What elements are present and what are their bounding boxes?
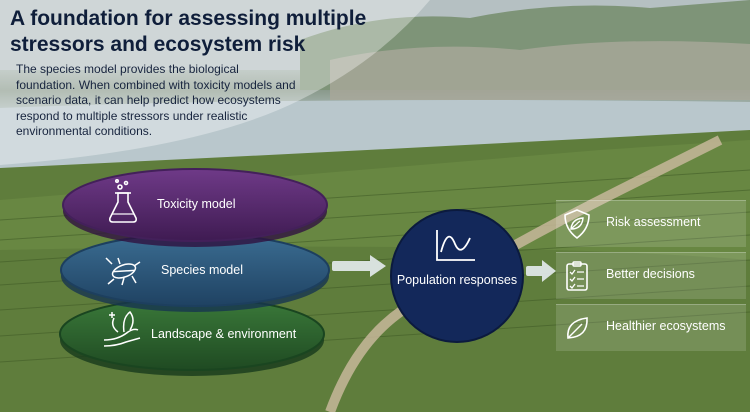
outcome-healthier-ecosystems: Healthier ecosystems bbox=[556, 304, 746, 351]
slide-title: A foundation for assessing multiple stre… bbox=[10, 7, 367, 56]
outcome-better-decisions: Better decisions bbox=[556, 252, 746, 299]
arrow-to-outcomes bbox=[526, 260, 556, 282]
checklist-icon bbox=[566, 261, 588, 291]
toxicity-layer bbox=[62, 168, 328, 242]
outcome-risk-assessment: Risk assessment bbox=[556, 200, 746, 247]
population-responses-label: Population responses bbox=[396, 273, 518, 287]
arrow-to-population bbox=[332, 255, 386, 277]
shield-leaf-icon bbox=[564, 209, 590, 240]
species-model-label: Species model bbox=[161, 263, 243, 277]
description-text: The species model provides the biologica… bbox=[16, 62, 296, 138]
plant-icon bbox=[103, 310, 141, 347]
outcome-label: Better decisions bbox=[606, 267, 695, 281]
landscape-environment-label: Landscape & environment bbox=[151, 327, 297, 341]
leaf-icon bbox=[567, 317, 588, 339]
outcome-label: Risk assessment bbox=[606, 215, 701, 229]
wave-graph-icon bbox=[436, 230, 475, 261]
outcome-label: Healthier ecosystems bbox=[606, 319, 726, 333]
population-circle bbox=[390, 209, 524, 343]
flask-icon bbox=[109, 179, 137, 223]
toxicity-model-label: Toxicity model bbox=[157, 197, 236, 211]
beetle-icon bbox=[105, 257, 141, 286]
